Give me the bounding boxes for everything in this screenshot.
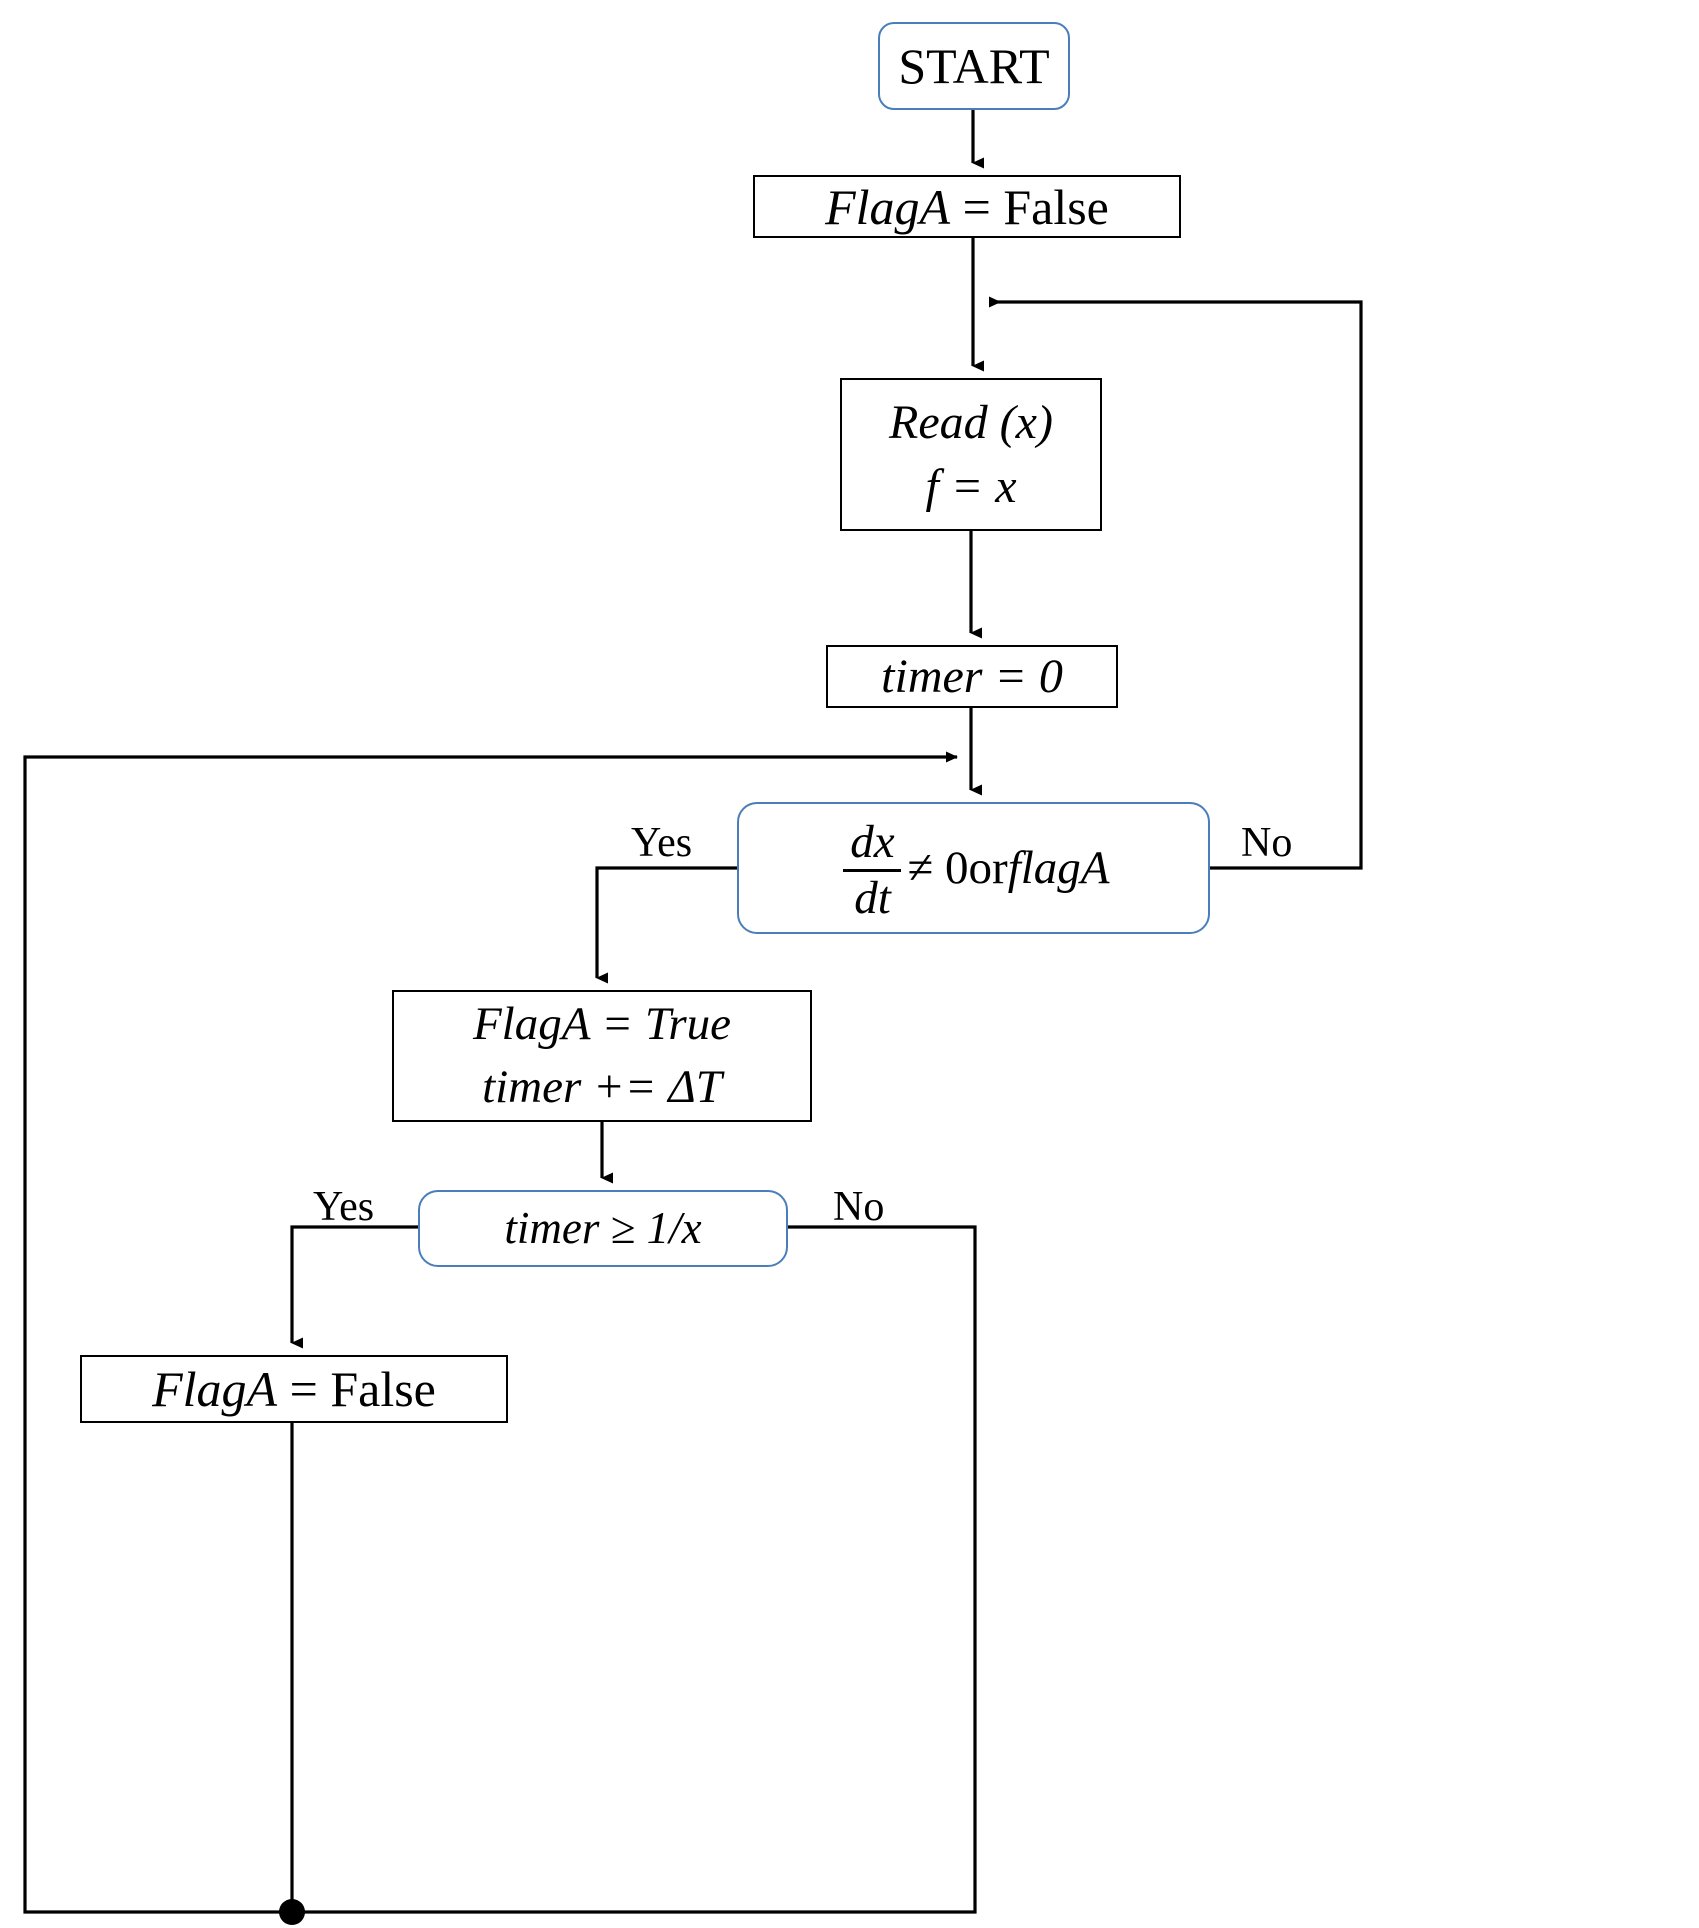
fraction-denominator: dt bbox=[854, 871, 891, 924]
edge-bottom-loopback-left bbox=[23, 751, 958, 1914]
node-flag-false-init-text: FlagA = False bbox=[825, 179, 1109, 235]
node-flag-true-line2: timer += ΔT bbox=[482, 1061, 722, 1113]
fraction-bar bbox=[843, 868, 902, 872]
node-flag-false-init[interactable]: FlagA = False bbox=[753, 175, 1181, 238]
node-flag-true[interactable]: FlagA = True timer += ΔT bbox=[392, 990, 812, 1122]
edge-label-timer-no: No bbox=[833, 1184, 885, 1230]
edge-no-loopback-right bbox=[989, 296, 1363, 870]
node-read-x-line1: Read (x) bbox=[889, 396, 1053, 450]
node-flag-false-reset[interactable]: FlagA = False bbox=[80, 1355, 508, 1423]
node-start[interactable]: START bbox=[878, 22, 1070, 110]
edge-label-derivative-yes: Yes bbox=[631, 820, 693, 866]
node-flag-false-reset-text: FlagA = False bbox=[152, 1361, 436, 1417]
node-decision-derivative[interactable]: dx dt ≠ 0 or flagA bbox=[737, 802, 1210, 934]
flag-false-reset-value: False bbox=[330, 1361, 436, 1417]
flag-false-reset-op: = bbox=[277, 1361, 331, 1417]
read-x-arg: (x) bbox=[987, 395, 1053, 449]
flag-false-init-var: FlagA bbox=[825, 178, 951, 235]
node-start-label: START bbox=[898, 38, 1050, 94]
node-decision-timer[interactable]: timer ≥ 1/x bbox=[418, 1190, 788, 1267]
edge-label-derivative-no: No bbox=[1241, 820, 1293, 866]
node-timer-zero-text: timer = 0 bbox=[881, 649, 1063, 703]
fraction-dx-dt: dx dt bbox=[843, 815, 902, 924]
flag-false-init-value: False bbox=[1003, 178, 1109, 235]
read-x-fn: Read bbox=[889, 395, 988, 449]
node-timer-zero[interactable]: timer = 0 bbox=[826, 645, 1118, 708]
decision-derivative-expression: dx dt ≠ 0 or flagA bbox=[837, 815, 1110, 924]
edge-label-timer-yes: Yes bbox=[313, 1184, 375, 1230]
edge-derivative-yes bbox=[595, 866, 737, 984]
decision-derivative-conjunction: or bbox=[968, 841, 1008, 894]
junction-dot bbox=[279, 1899, 305, 1925]
edge-timer-yes bbox=[290, 1225, 418, 1349]
node-decision-timer-text: timer ≥ 1/x bbox=[504, 1203, 702, 1254]
flag-false-init-op: = bbox=[950, 178, 1004, 235]
decision-derivative-operand: flagA bbox=[1007, 841, 1110, 894]
node-read-x[interactable]: Read (x) f = x bbox=[840, 378, 1102, 531]
flag-false-reset-var: FlagA bbox=[152, 1361, 278, 1417]
node-flag-true-line1: FlagA = True bbox=[472, 998, 732, 1051]
fraction-numerator: dx bbox=[850, 815, 895, 868]
edge-timer-no bbox=[292, 1225, 977, 1914]
decision-derivative-comparison: ≠ 0 bbox=[907, 841, 969, 894]
node-read-x-line2: f = x bbox=[925, 459, 1017, 513]
